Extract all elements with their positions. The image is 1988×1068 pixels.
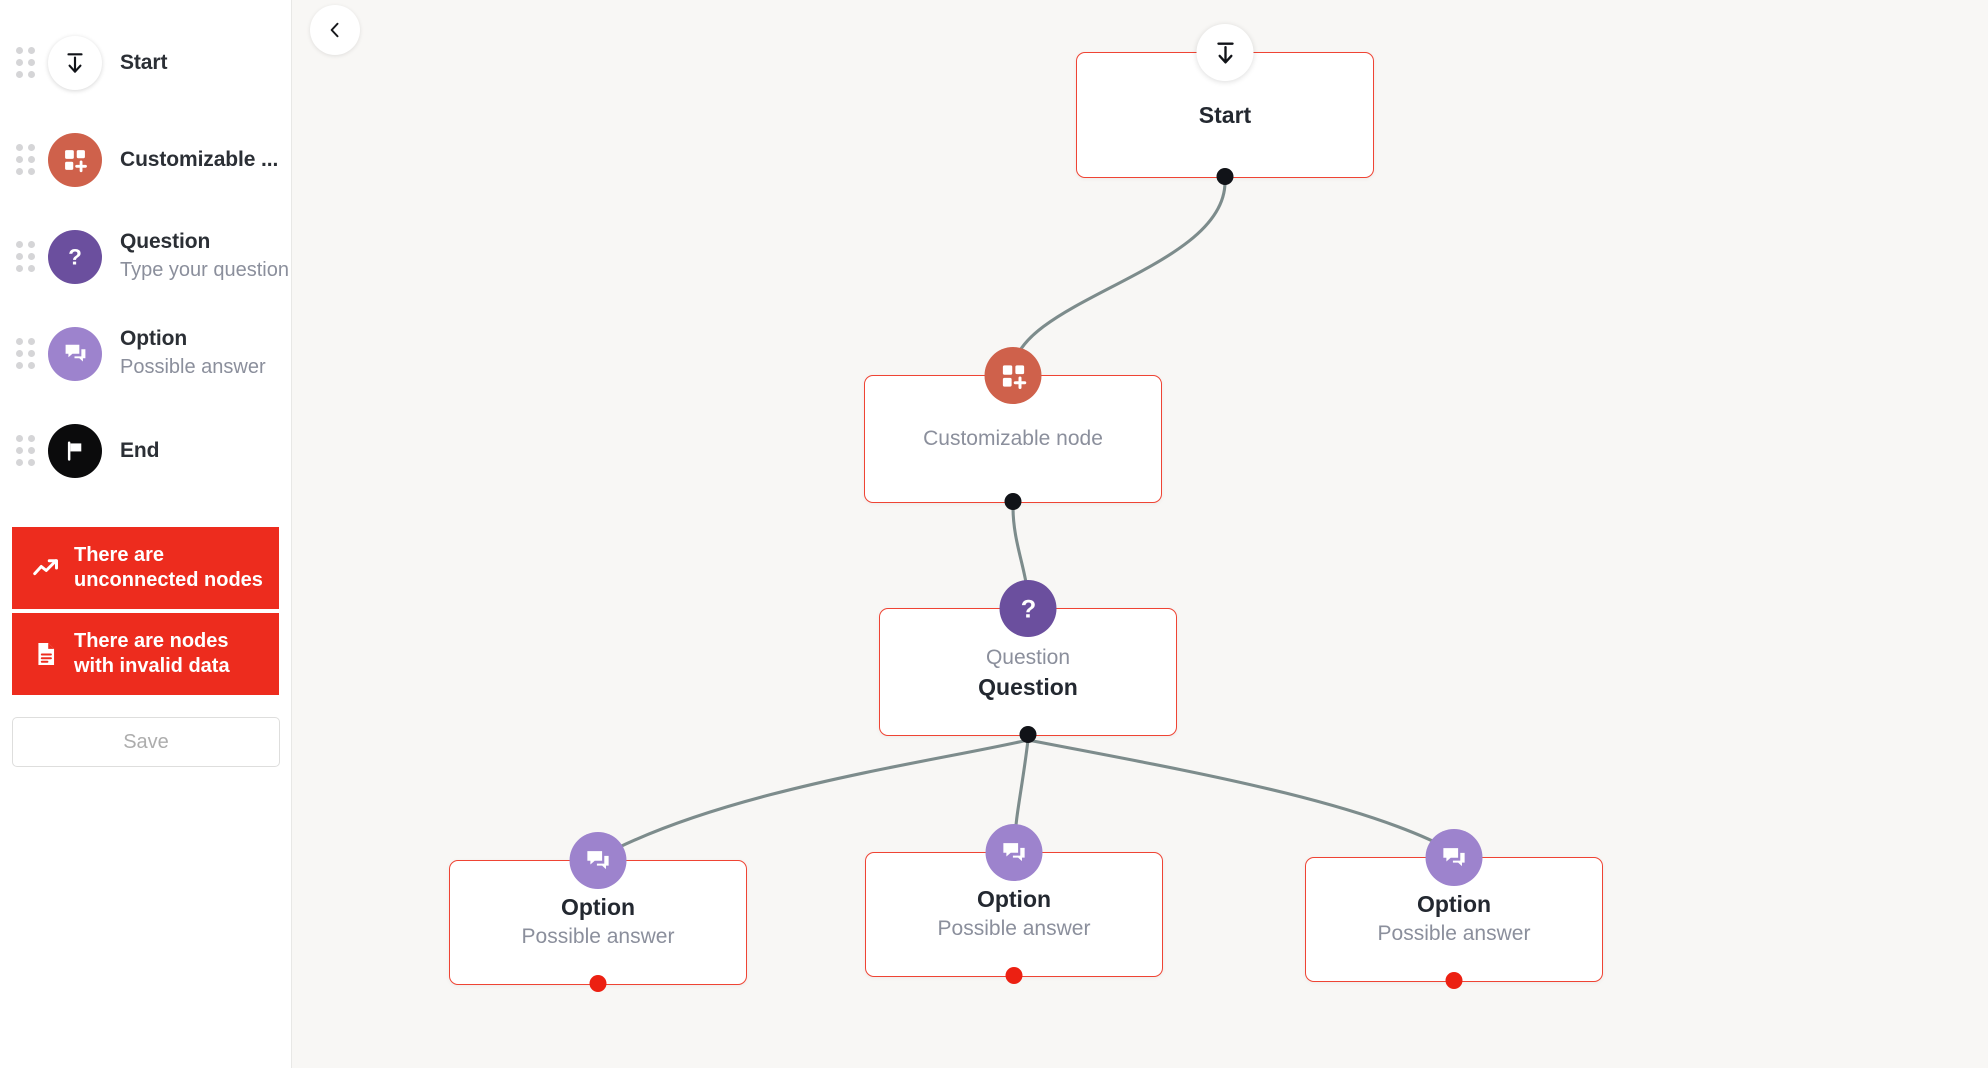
question-mark-icon: ? <box>999 580 1057 637</box>
palette-item-customizable[interactable]: Customizable ... <box>0 111 291 208</box>
node-palette-sidebar: Start Customizable ... <box>0 0 292 1068</box>
palette-item-subtitle: Type your question <box>120 258 289 281</box>
warning-text: There are nodes with invalid data <box>74 630 230 677</box>
drag-handle-icon[interactable] <box>14 143 36 177</box>
flow-node-start[interactable]: Start <box>1076 24 1374 185</box>
edge-question-to-option1 <box>596 738 1030 860</box>
chevron-left-icon <box>330 22 339 38</box>
flow-node-type-label: Question <box>985 645 1071 669</box>
edge-question-to-option3 <box>1026 738 1456 854</box>
flow-node-option[interactable]: Option Possible answer <box>865 824 1163 984</box>
flow-node-subtitle: Customizable node <box>923 427 1103 450</box>
flow-node-title: Option <box>976 886 1052 912</box>
warning-invalid-data[interactable]: There are nodes with invalid data <box>12 613 279 695</box>
svg-text:?: ? <box>1020 595 1035 623</box>
flow-node-subtitle: Possible answer <box>937 917 1091 940</box>
palette-item-start[interactable]: Start <box>0 14 291 111</box>
palette-item-option[interactable]: Option Possible answer <box>0 305 291 402</box>
flow-node-title: Option <box>560 894 636 920</box>
flow-node-title: Option <box>1416 891 1492 917</box>
flow-node-title: Start <box>1198 101 1252 128</box>
flow-node-option[interactable]: Option Possible answer <box>1305 829 1603 989</box>
warning-unconnected-nodes[interactable]: There are unconnected nodes <box>12 527 279 609</box>
output-port[interactable] <box>589 975 607 992</box>
output-port[interactable] <box>1445 972 1463 989</box>
validation-warnings: There are unconnected nodes There are no… <box>0 527 291 695</box>
arrow-down-to-line-icon <box>48 35 102 90</box>
chat-bubble-icon <box>1425 829 1483 886</box>
palette-item-texts: End <box>120 438 159 464</box>
chat-bubble-icon <box>985 824 1043 881</box>
grid-plus-icon <box>984 347 1042 404</box>
edge-start-to-custom <box>1011 180 1227 374</box>
svg-text:?: ? <box>68 244 82 269</box>
output-port[interactable] <box>1216 168 1234 185</box>
flow-node-subtitle: Possible answer <box>1377 922 1531 945</box>
palette-item-subtitle: Possible answer <box>120 355 266 378</box>
drag-handle-icon[interactable] <box>14 240 36 274</box>
flow-node-question[interactable]: ? Question Question <box>879 580 1177 743</box>
arrow-down-to-line-icon <box>1196 24 1254 81</box>
question-mark-icon: ? <box>48 229 102 284</box>
palette-item-texts: Start <box>120 50 167 76</box>
drag-handle-icon[interactable] <box>14 337 36 371</box>
flow-canvas[interactable]: Start Customizable node ? <box>292 0 1988 1068</box>
palette-item-texts: Customizable ... <box>120 147 278 173</box>
grid-plus-icon <box>48 132 102 187</box>
document-icon <box>24 640 68 668</box>
chat-bubble-icon <box>48 326 102 381</box>
flow-node-subtitle: Possible answer <box>521 925 675 948</box>
flow-node-title: Question <box>978 673 1078 700</box>
palette-item-title: Option <box>120 326 188 350</box>
save-button[interactable]: Save <box>12 717 280 767</box>
output-port[interactable] <box>1004 493 1022 510</box>
warning-text: There are unconnected nodes <box>74 544 263 591</box>
chat-bubble-icon <box>569 832 627 889</box>
palette-item-title: End <box>120 438 160 462</box>
palette-item-question[interactable]: ? Question Type your question <box>0 208 291 305</box>
palette-item-title: Customizable ... <box>120 147 279 171</box>
flow-node-customizable[interactable]: Customizable node <box>864 347 1162 510</box>
palette-item-texts: Option Possible answer <box>120 326 266 382</box>
flag-icon <box>48 423 102 478</box>
back-button[interactable] <box>310 5 360 55</box>
palette-item-title: Start <box>120 50 168 74</box>
palette-item-texts: Question Type your question <box>120 229 289 285</box>
drag-handle-icon[interactable] <box>14 434 36 468</box>
flow-node-option[interactable]: Option Possible answer <box>449 832 747 992</box>
output-port[interactable] <box>1019 726 1037 743</box>
drag-handle-icon[interactable] <box>14 46 36 80</box>
output-port[interactable] <box>1005 967 1023 984</box>
palette-item-title: Question <box>120 229 211 253</box>
palette-item-end[interactable]: End <box>0 402 291 499</box>
trending-up-icon <box>24 553 68 583</box>
